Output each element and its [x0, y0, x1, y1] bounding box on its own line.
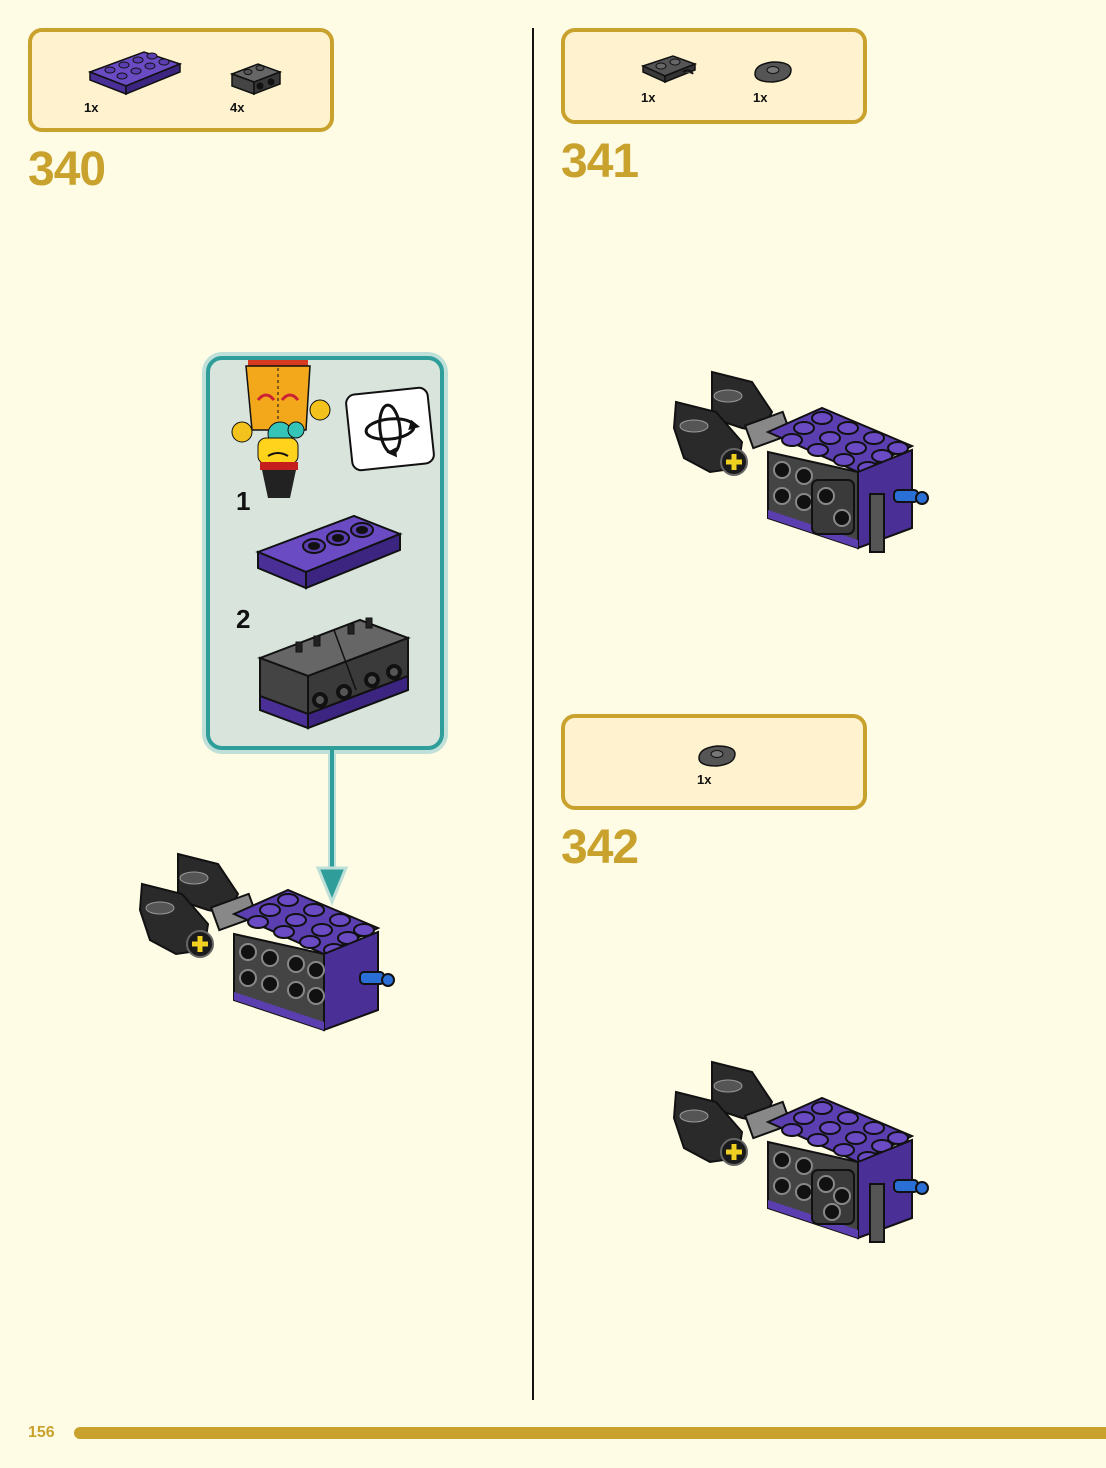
part-qty: 1x [84, 100, 99, 115]
dark-gray-clip-plate-icon [640, 55, 698, 84]
sub-assembly-callout: 1 2 [206, 356, 444, 750]
part-qty: 1x [697, 772, 712, 787]
step-342-parts-box: 1x [561, 714, 867, 810]
dark-gray-bracket-icon [229, 63, 283, 96]
step-340-parts-box: 1x 4x [28, 28, 334, 132]
footer-bar [74, 1427, 1106, 1439]
brackets-on-plate-illustration [257, 617, 411, 730]
minifigure-illustration [231, 360, 331, 498]
step-341-parts-box: 1x 1x [561, 28, 867, 124]
step-number: 340 [28, 143, 106, 196]
column-divider [532, 28, 534, 1400]
callout-arrow-icon [315, 750, 349, 906]
dark-gray-jumper-plate-icon [698, 745, 736, 767]
substep-number: 2 [236, 604, 251, 634]
step-341-model-illustration [672, 370, 929, 553]
purple-plate-with-holes-illustration [255, 514, 403, 590]
dark-gray-jumper-plate-icon [754, 61, 792, 83]
step-342-model-illustration [672, 1060, 929, 1243]
purple-plate-2x4-icon [87, 51, 183, 96]
part-qty: 1x [641, 90, 656, 105]
part-qty: 4x [230, 100, 245, 115]
page-number: 156 [28, 1424, 55, 1441]
rotate-model-icon [344, 385, 436, 473]
step-number: 341 [561, 135, 639, 188]
part-qty: 1x [753, 90, 768, 105]
step-340-model-illustration [138, 852, 395, 1032]
substep-number: 1 [236, 486, 251, 516]
step-number: 342 [561, 821, 639, 874]
